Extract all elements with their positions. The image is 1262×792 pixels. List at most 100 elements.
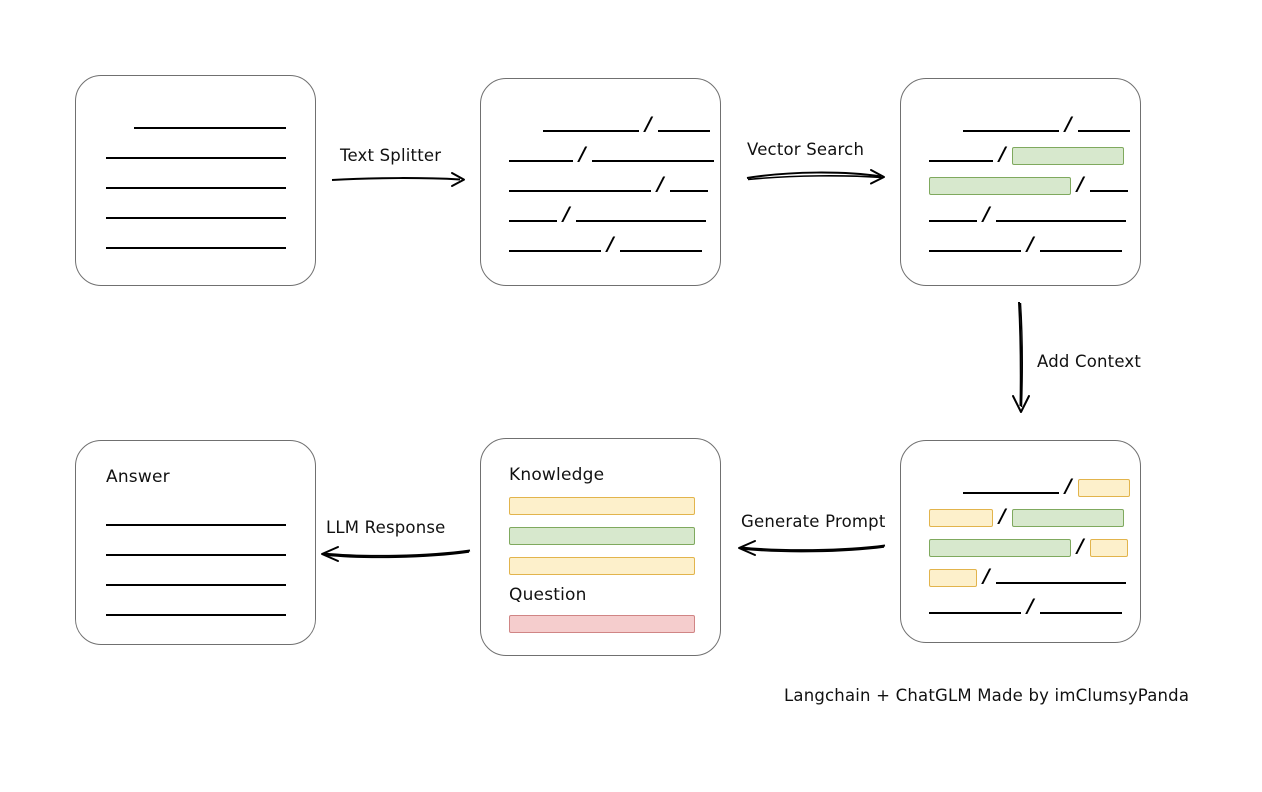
text-line-row: / xyxy=(901,476,1140,497)
text-line-row: / xyxy=(901,204,1140,223)
chunk-separator-slash: / xyxy=(1065,112,1072,135)
text-line-row xyxy=(76,116,315,130)
chunk-highlight-green xyxy=(509,527,695,545)
chunk-separator-slash: / xyxy=(579,142,586,165)
edge-add-context-label: Add Context xyxy=(1037,352,1142,371)
node-prompt: Knowledge Question xyxy=(480,438,721,656)
text-line-row: / xyxy=(901,536,1140,557)
chunk-highlight-green xyxy=(1011,509,1124,527)
text-line-segment xyxy=(963,130,1059,132)
text-line-row: / xyxy=(481,174,720,193)
text-line-segment xyxy=(106,584,286,586)
text-line-segment xyxy=(106,524,286,526)
chunk-separator-slash: / xyxy=(1065,474,1072,497)
chunk-separator-slash: / xyxy=(983,564,990,587)
text-line-segment xyxy=(509,220,557,222)
chunk-highlight-yellow xyxy=(509,557,695,575)
edge-generate-prompt-label: Generate Prompt xyxy=(741,512,886,531)
text-line-segment xyxy=(929,220,977,222)
node-source-document xyxy=(75,75,316,286)
text-line-segment xyxy=(509,250,601,252)
prompt-knowledge-heading: Knowledge xyxy=(509,465,605,485)
text-line-row: / xyxy=(481,114,720,133)
text-line-segment xyxy=(669,190,708,192)
prompt-question-heading: Question xyxy=(509,585,587,605)
chunk-separator-slash: / xyxy=(607,232,614,255)
chunk-separator-slash: / xyxy=(1077,172,1084,195)
text-line-row: / xyxy=(901,506,1140,527)
text-line-segment xyxy=(106,217,286,219)
node-vector-matched-chunks: / / / / / xyxy=(900,78,1141,286)
text-line-row xyxy=(76,146,315,160)
text-line-segment xyxy=(963,492,1059,494)
text-line-row: / xyxy=(901,144,1140,165)
chunk-highlight-yellow xyxy=(929,509,993,527)
text-line-segment xyxy=(106,614,286,616)
text-line-row xyxy=(481,615,720,633)
source-document-lines xyxy=(76,76,315,285)
text-line-segment xyxy=(591,160,714,162)
text-line-segment xyxy=(106,247,286,249)
chunk-highlight-green xyxy=(1011,147,1124,165)
text-line-segment xyxy=(1039,250,1122,252)
text-line-row xyxy=(76,236,315,250)
text-line-row: / xyxy=(901,114,1140,133)
text-line-segment xyxy=(929,250,1021,252)
text-line-segment xyxy=(1039,612,1122,614)
chunk-highlight-yellow xyxy=(509,497,695,515)
answer-heading: Answer xyxy=(106,467,170,487)
text-line-segment xyxy=(509,190,651,192)
text-line-row xyxy=(76,206,315,220)
text-line-segment xyxy=(1089,190,1128,192)
context-added-chunks-lines: / / / / / xyxy=(901,441,1140,642)
chunk-highlight-green xyxy=(929,177,1071,195)
chunk-highlight-yellow xyxy=(1077,479,1130,497)
text-line-row: / xyxy=(901,174,1140,195)
text-line-row: / xyxy=(901,234,1140,253)
text-line-segment xyxy=(619,250,702,252)
text-line-segment xyxy=(995,220,1126,222)
chunk-separator-slash: / xyxy=(1027,594,1034,617)
chunk-separator-slash: / xyxy=(645,112,652,135)
text-line-segment xyxy=(543,130,639,132)
chunk-highlight-yellow xyxy=(1089,539,1128,557)
edge-text-splitter-label: Text Splitter xyxy=(340,146,442,165)
text-line-segment xyxy=(929,612,1021,614)
edge-text-splitter: Text Splitter xyxy=(330,146,470,190)
text-line-segment xyxy=(995,582,1126,584)
text-line-segment xyxy=(657,130,710,132)
text-line-row xyxy=(76,176,315,190)
text-line-row: / xyxy=(481,144,720,163)
chunk-separator-slash: / xyxy=(983,202,990,225)
text-line-row xyxy=(76,603,315,617)
chunk-separator-slash: / xyxy=(999,504,1006,527)
text-line-segment xyxy=(134,127,286,129)
chunk-separator-slash: / xyxy=(1027,232,1034,255)
text-line-segment xyxy=(509,160,573,162)
text-line-row xyxy=(481,557,720,575)
node-context-added-chunks: / / / / / xyxy=(900,440,1141,643)
footer-credit: Langchain + ChatGLM Made by imClumsyPand… xyxy=(784,686,1190,705)
text-line-segment xyxy=(929,160,993,162)
edge-vector-search-label: Vector Search xyxy=(747,140,865,159)
text-line-row: / xyxy=(901,596,1140,615)
node-split-chunks: / / / / / xyxy=(480,78,721,286)
text-line-segment xyxy=(106,157,286,159)
chunk-separator-slash: / xyxy=(1077,534,1084,557)
text-line-row: / xyxy=(481,204,720,223)
edge-generate-prompt: Generate Prompt xyxy=(735,512,890,557)
edge-add-context: Add Context xyxy=(1005,300,1155,420)
node-answer: Answer xyxy=(75,440,316,645)
edge-llm-response-label: LLM Response xyxy=(326,518,446,537)
text-line-row: / xyxy=(481,234,720,253)
text-line-row xyxy=(76,573,315,587)
text-line-segment xyxy=(106,187,286,189)
text-line-row xyxy=(76,513,315,527)
text-line-row xyxy=(481,497,720,515)
vector-matched-chunks-lines: / / / / / xyxy=(901,79,1140,285)
chunk-highlight-red xyxy=(509,615,695,633)
chunk-separator-slash: / xyxy=(563,202,570,225)
text-line-row: / xyxy=(901,566,1140,587)
text-line-segment xyxy=(575,220,706,222)
